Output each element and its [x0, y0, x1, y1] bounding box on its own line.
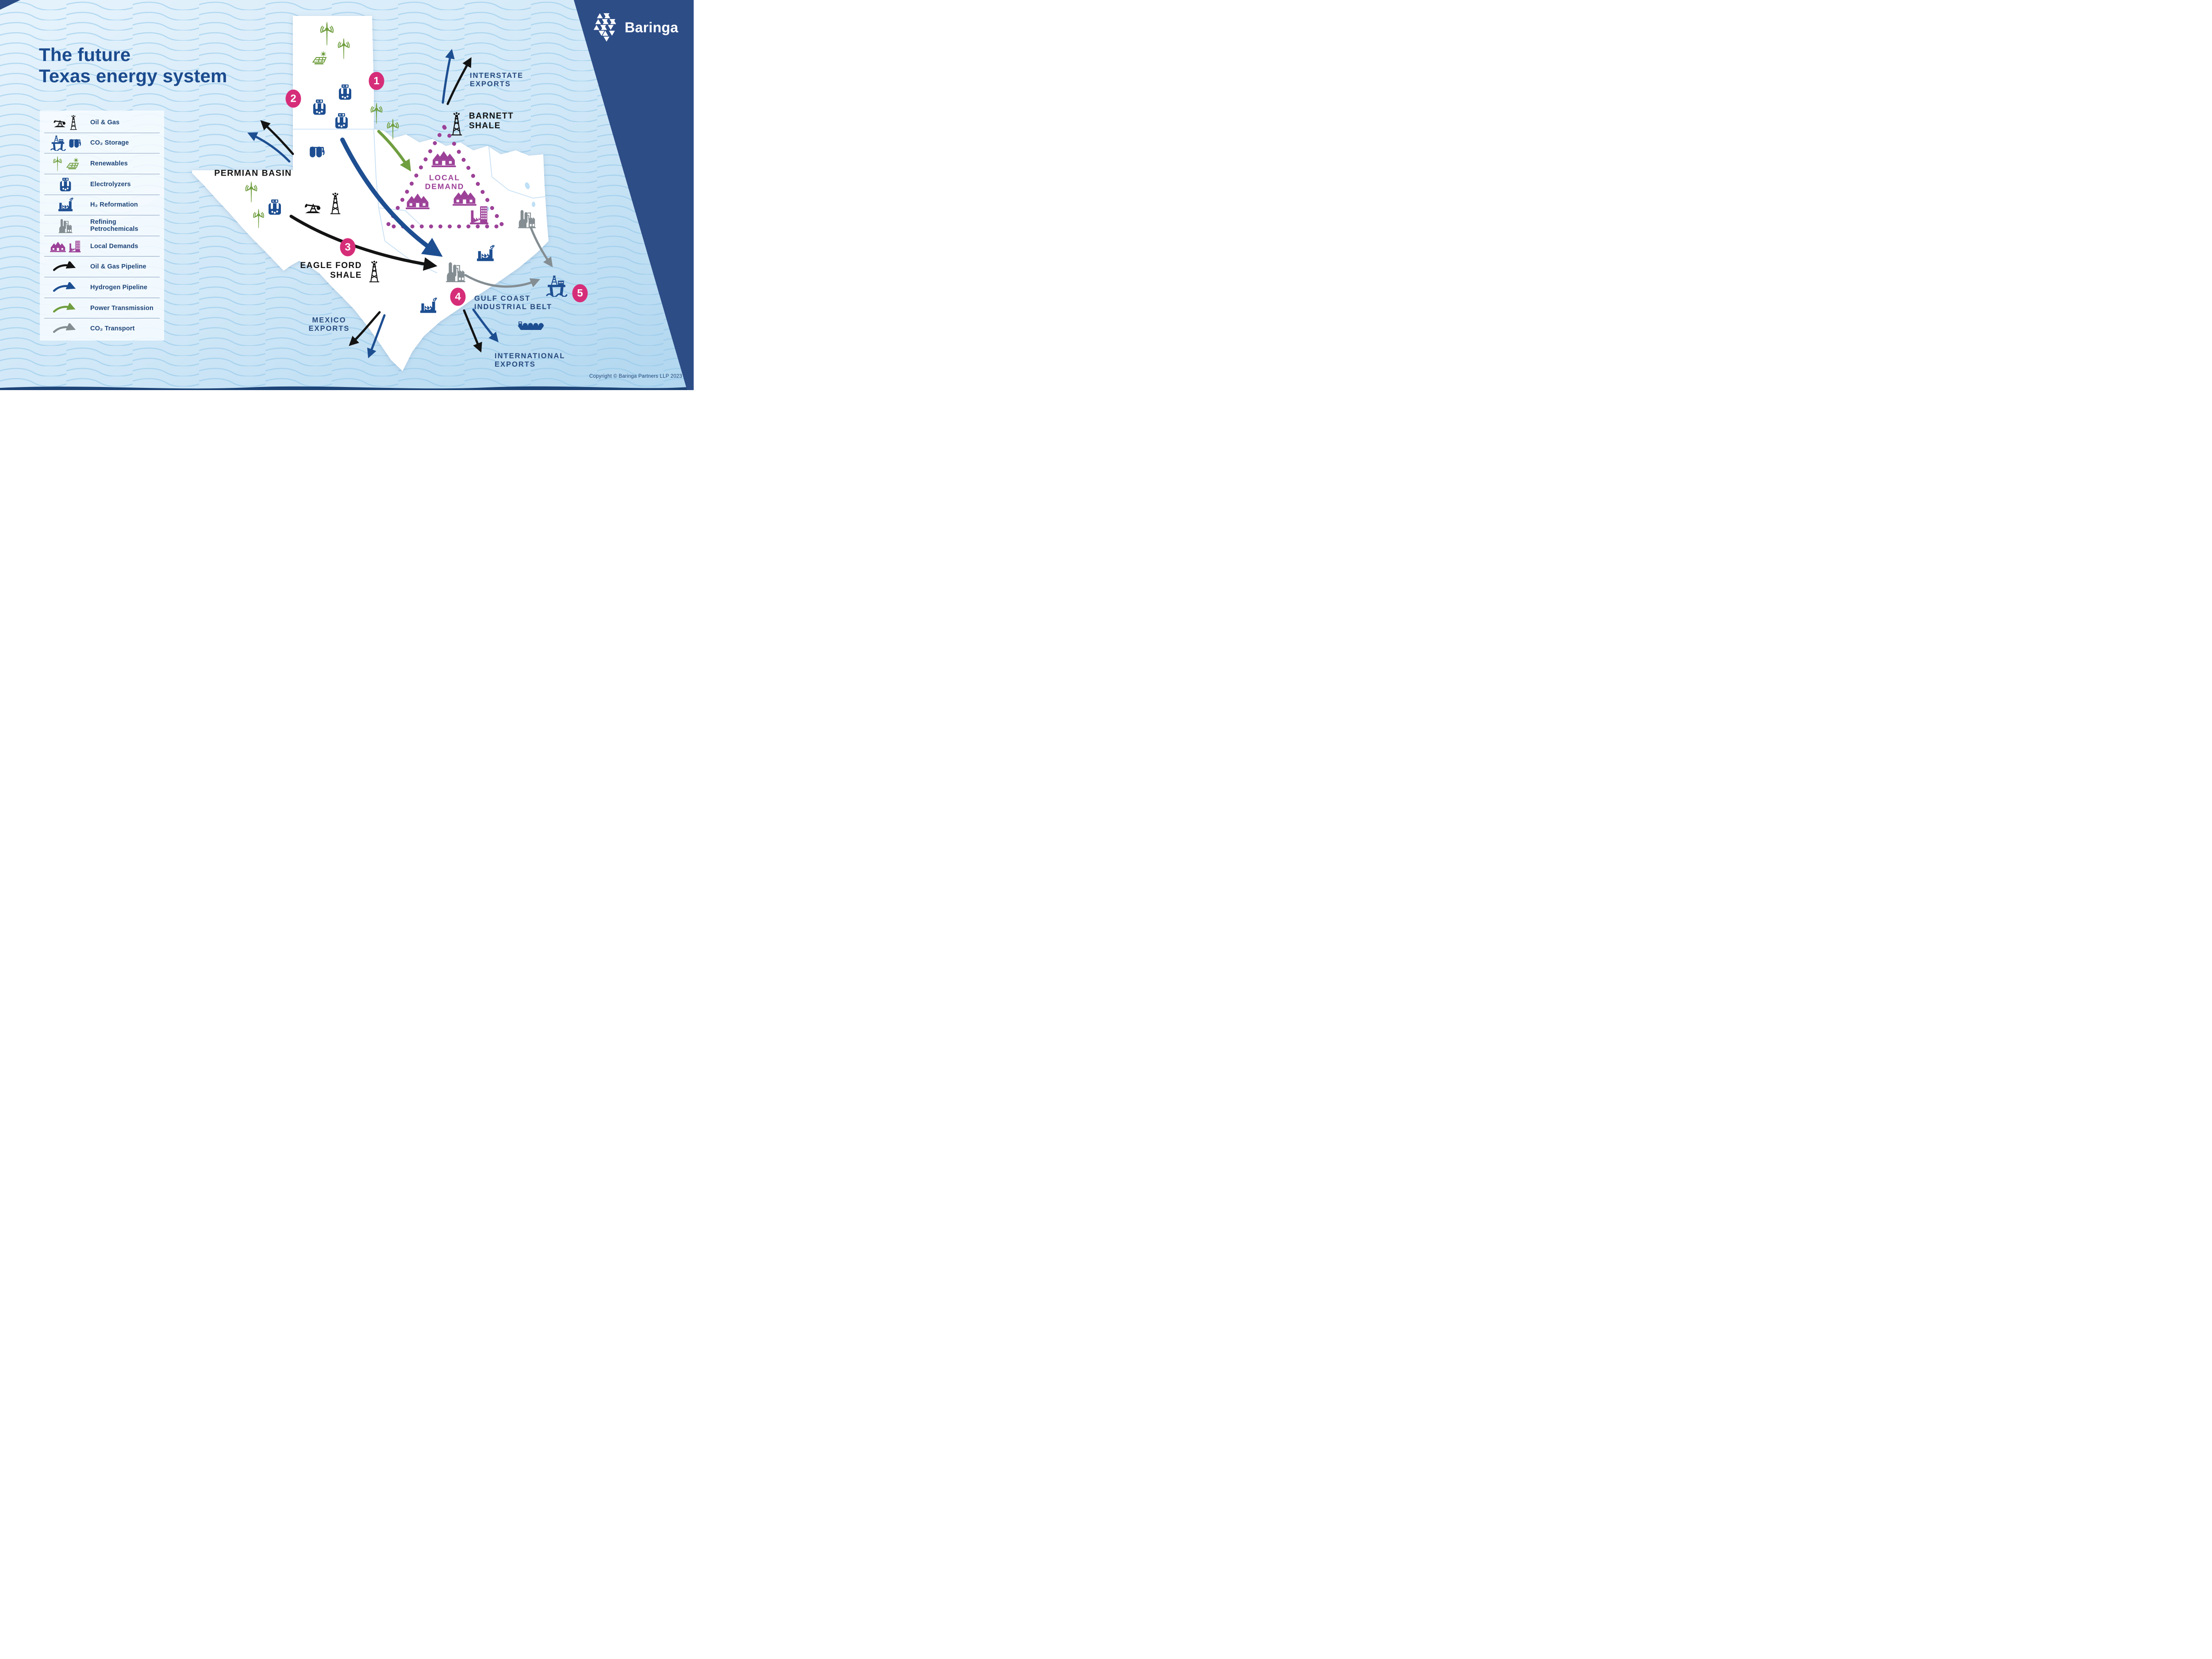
page-title: The future Texas energy system [39, 44, 227, 87]
electrolyzer-icon [59, 176, 72, 192]
hydrogen-pipeline-arrow-icon [53, 282, 76, 292]
co2-transport-arrow-east [530, 226, 553, 268]
corner-accent [0, 0, 20, 10]
step-marker-4: 4 [450, 287, 466, 306]
legend-label: CO₂ Storage [90, 139, 129, 147]
label-local-demand: LOCAL DEMAND [425, 173, 465, 191]
legend-row-refining: Refining Petrochemicals [44, 215, 160, 236]
local-demand-houses-icon [50, 241, 66, 252]
legend-label: Refining Petrochemicals [90, 218, 138, 233]
h2-reformation-plant-icon [58, 198, 73, 212]
legend-row-renewables: Renewables [44, 153, 160, 174]
step-marker-3: 3 [340, 238, 356, 257]
legend-label: H₂ Reformation [90, 201, 138, 209]
label-mexico-exports: MEXICO EXPORTS [308, 316, 350, 333]
baringa-logo: Baringa [594, 12, 678, 42]
legend-label: Renewables [90, 160, 128, 168]
title-line-1: The future [39, 44, 131, 65]
legend-label: Oil & Gas [90, 119, 120, 126]
interstate-oilgas-arrow [446, 57, 472, 105]
international-hydrogen-arrow [472, 308, 499, 342]
mexico-oilgas-arrow [349, 311, 381, 346]
legend-row-oilgas-pipeline: Oil & Gas Pipeline [44, 257, 160, 278]
oilgas-pipeline-arrow [289, 215, 438, 271]
label-international-exports: INTERNATIONAL EXPORTS [495, 352, 565, 369]
power-transmission-arrow [377, 130, 411, 172]
permian-oilgas-arrow [260, 120, 294, 155]
legend-row-electrolyzers: Electrolyzers [44, 174, 160, 195]
step-marker-5: 5 [572, 284, 588, 303]
texas-map-shape [192, 16, 549, 371]
legend-panel: Oil & Gas CO₂ Storage Renewables Electro… [40, 111, 164, 341]
infographic-canvas: The future Texas energy system Oil & Gas… [0, 0, 694, 390]
hydrogen-pipeline-arrow [340, 138, 443, 257]
wind-turbine-icon [52, 156, 63, 172]
pumpjack-icon [53, 117, 66, 128]
label-eagle-ford-shale: EAGLE FORD SHALE [300, 261, 362, 280]
mexico-hydrogen-arrow [367, 314, 386, 359]
power-transmission-arrow-icon [53, 303, 76, 313]
offshore-platform-icon [50, 135, 66, 151]
label-permian-basin: PERMIAN BASIN [214, 168, 292, 178]
step-marker-2: 2 [285, 89, 301, 108]
refinery-icon [58, 218, 73, 233]
legend-label: Electrolyzers [90, 180, 131, 188]
legend-label: CO₂ Transport [90, 325, 135, 333]
legend-row-power-transmission: Power Transmission [44, 298, 160, 319]
permian-hydrogen-arrow [247, 132, 291, 163]
co2-tanks-icon [68, 137, 81, 149]
county-borders [293, 129, 548, 273]
legend-row-co2-storage: CO₂ Storage [44, 133, 160, 154]
bottom-wave-strip [0, 386, 694, 390]
legend-label: Local Demands [90, 242, 138, 250]
local-demand-factory-icon [68, 240, 81, 253]
legend-row-local-demands: Local Demands [44, 236, 160, 257]
international-oilgas-arrow [463, 309, 482, 353]
interstate-hydrogen-arrow [442, 49, 455, 104]
legend-row-oil-gas: Oil & Gas [44, 112, 160, 133]
label-gulf-coast: GULF COAST INDUSTRIAL BELT [474, 295, 553, 311]
co2-transport-arrow-west [464, 274, 541, 288]
label-interstate-exports: INTERSTATE EXPORTS [470, 72, 524, 88]
legend-label: Oil & Gas Pipeline [90, 263, 146, 271]
baringa-mark-icon [594, 13, 616, 42]
legend-label: Hydrogen Pipeline [90, 284, 147, 291]
legend-row-co2-transport: CO₂ Transport [44, 318, 160, 339]
step-marker-1: 1 [369, 72, 384, 90]
local-demand-triangle [384, 123, 507, 229]
legend-label: Power Transmission [90, 304, 154, 312]
legend-row-hydrogen-pipeline: Hydrogen Pipeline [44, 277, 160, 298]
diagonal-brand-band [574, 0, 694, 390]
oil-gas-pipeline-arrow-icon [53, 261, 76, 271]
legend-row-h2-reformation: H₂ Reformation [44, 195, 160, 216]
copyright-text: Copyright © Baringa Partners LLP 2023 [589, 374, 682, 379]
label-barnett-shale: BARNETT SHALE [469, 111, 514, 131]
oil-derrick-icon [69, 115, 78, 130]
solar-panel-icon [65, 158, 80, 169]
title-line-2: Texas energy system [39, 65, 227, 86]
co2-transport-arrow-icon [53, 323, 76, 333]
baringa-wordmark: Baringa [625, 19, 679, 35]
